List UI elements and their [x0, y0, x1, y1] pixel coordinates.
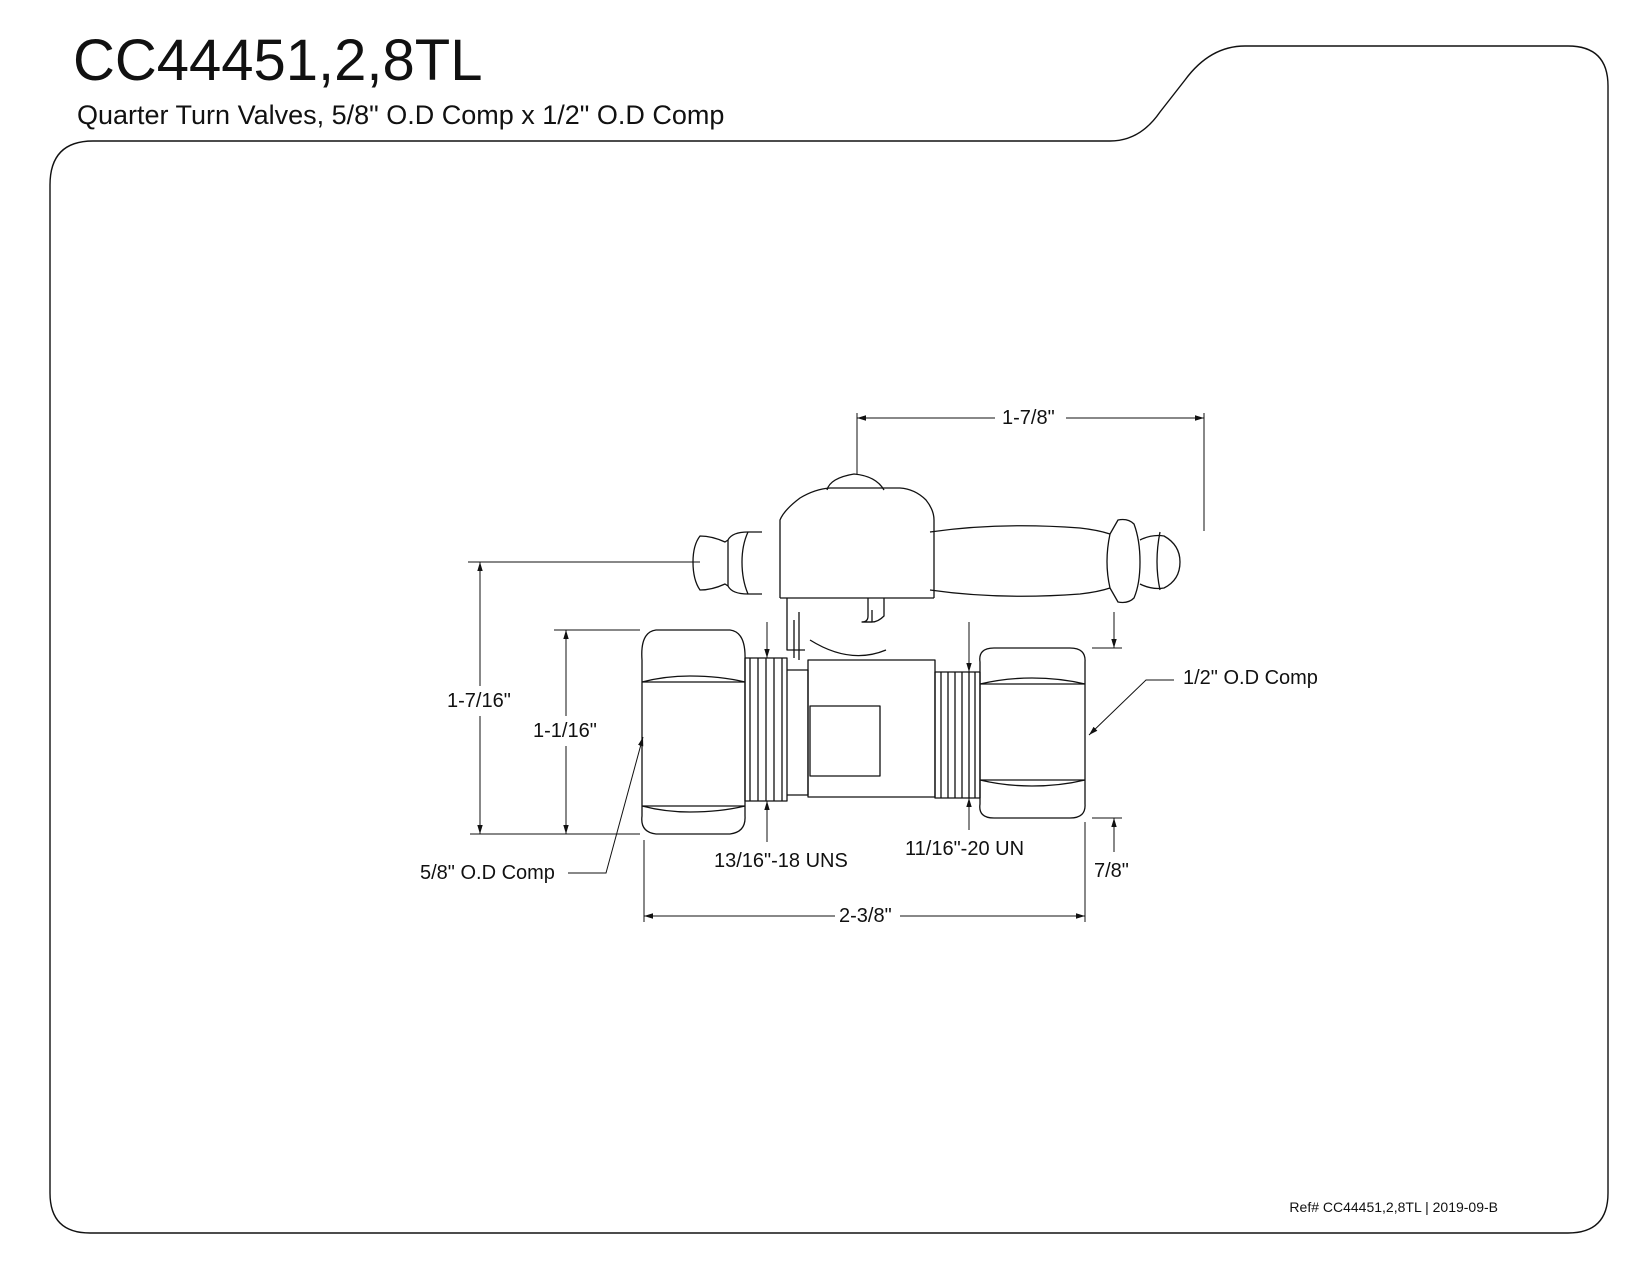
page-subtitle: Quarter Turn Valves, 5/8" O.D Comp x 1/2… [77, 100, 725, 130]
dimension-lines [468, 413, 1205, 922]
dim-inlet-nut-height: 1-1/16" [533, 720, 597, 742]
page-frame [49, 45, 1609, 1234]
valve-body [807, 659, 936, 798]
dim-overall-length: 2-3/8" [836, 905, 895, 927]
inlet-threads [744, 657, 809, 802]
dim-handle-width: 1-7/8" [999, 407, 1058, 429]
page-title: CC44451,2,8TL [73, 28, 483, 93]
inlet-compression-nut [641, 629, 746, 835]
dim-overall-height: 1-7/16" [447, 690, 511, 712]
label-outlet-comp: 1/2" O.D Comp [1183, 667, 1318, 689]
outlet-compression-nut [979, 647, 1086, 819]
label-inlet-thread: 13/16"-18 UNS [714, 850, 848, 872]
label-outlet-thread: 11/16"-20 UN [905, 838, 1025, 860]
dim-outlet-nut-height: 7/8" [1094, 860, 1129, 882]
outlet-threads [934, 671, 981, 799]
label-inlet-comp: 5/8" O.D Comp [420, 862, 555, 884]
valve-handle [692, 473, 1181, 660]
reference-footer: Ref# CC44451,2,8TL | 2019-09-B [1289, 1199, 1498, 1215]
